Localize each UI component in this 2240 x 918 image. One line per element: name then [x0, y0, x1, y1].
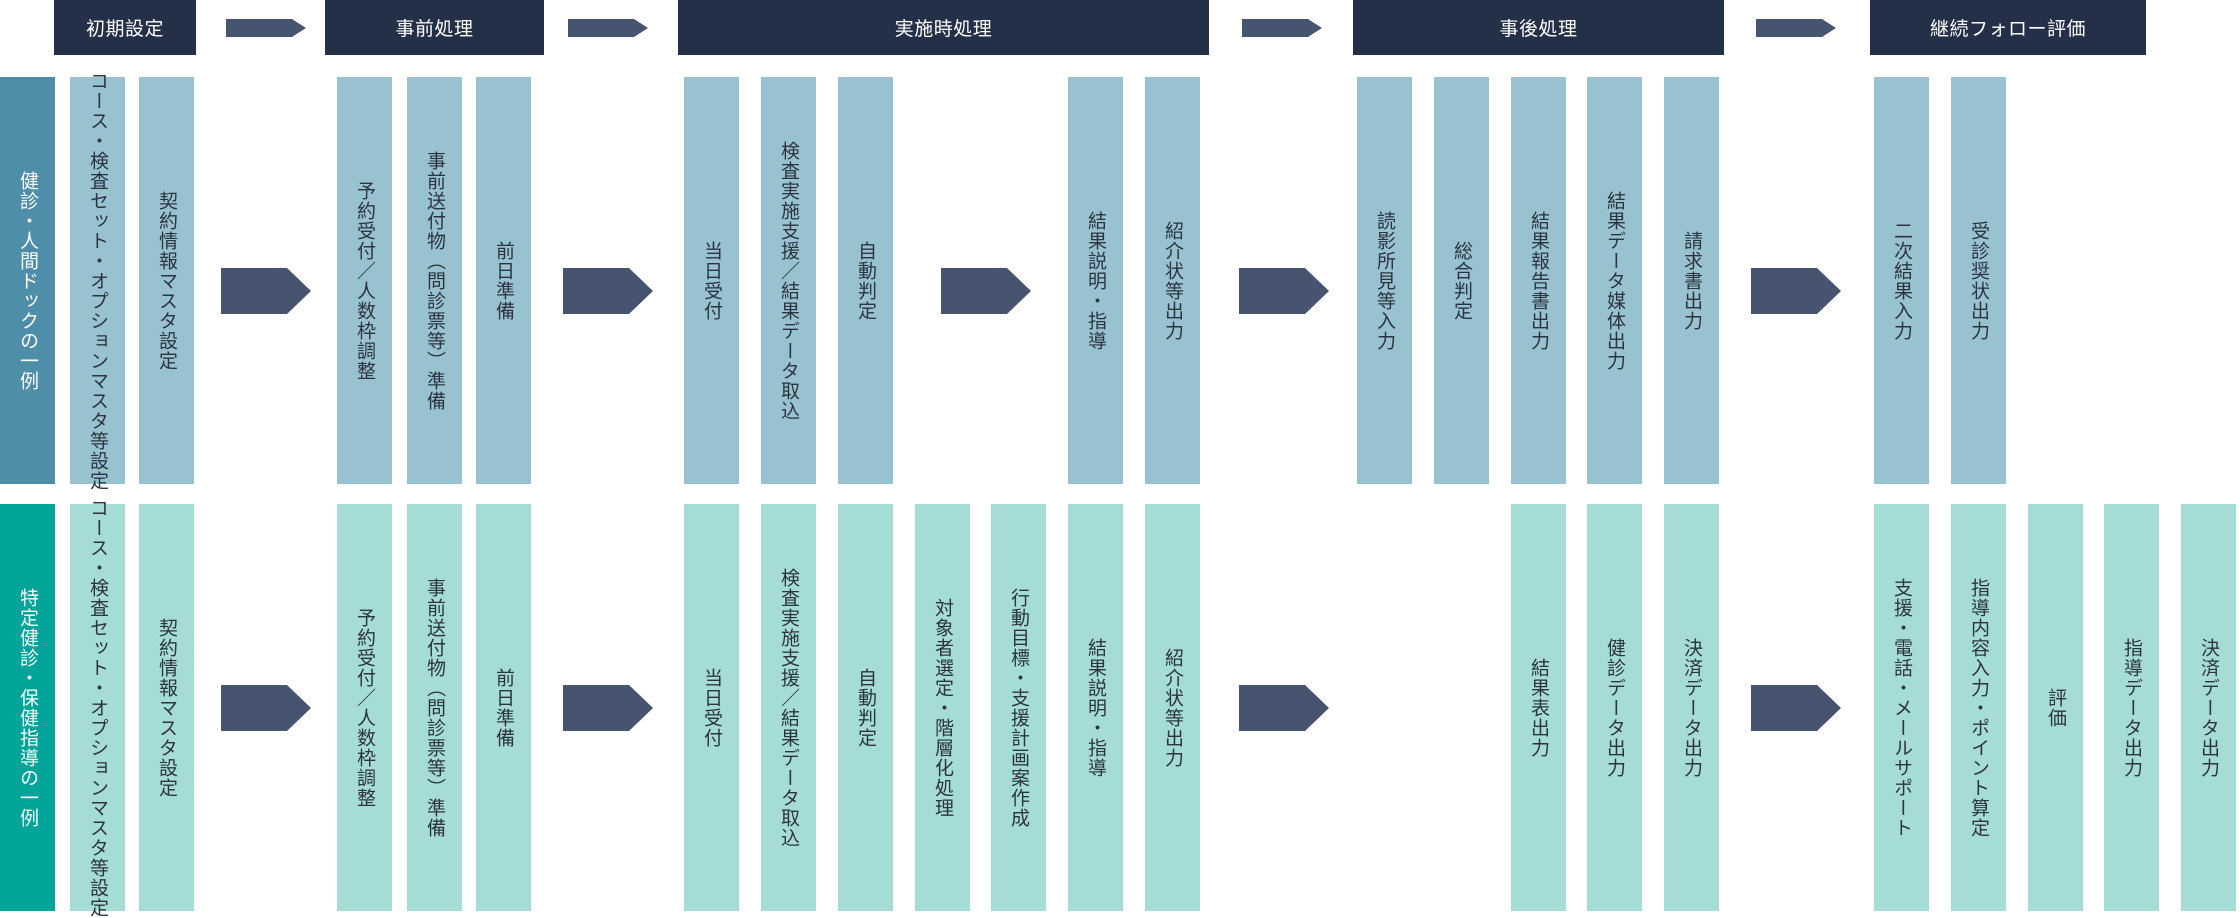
process-step: 対象者選定・階層化処理 — [915, 504, 970, 911]
process-step: 評価 — [2028, 504, 2083, 911]
process-step: 読影所見等入力 — [1357, 77, 1412, 484]
process-step: 事前送付物（問診票等）準備 — [407, 504, 462, 911]
row-label-health-checkup: 健診・人間ドックの一例 — [0, 77, 55, 484]
phase-header-initial-setup: 初期設定 — [54, 0, 196, 55]
process-step: 支援・電話・メールサポート — [1874, 504, 1929, 911]
process-step: 結果表出力 — [1511, 504, 1566, 911]
arrow-right-icon — [226, 19, 306, 37]
process-step: コース・検査セット・オプションマスタ等設定 — [70, 71, 125, 491]
arrow-right-icon — [1751, 268, 1841, 314]
process-step: 事前送付物（問診票等）準備 — [407, 77, 462, 484]
phase-header-pre-processing: 事前処理 — [325, 0, 544, 55]
process-step: 受診奨状出力 — [1951, 77, 2006, 484]
process-step: 指導データ出力 — [2104, 504, 2159, 911]
phase-header-post-processing: 事後処理 — [1353, 0, 1724, 55]
process-step: 検査実施支援／結果データ取込 — [761, 504, 816, 911]
arrow-right-icon — [563, 685, 653, 731]
process-step: 前日準備 — [476, 504, 531, 911]
process-step: 二次結果入力 — [1874, 77, 1929, 484]
process-step: 結果説明・指導 — [1068, 504, 1123, 911]
process-step: 行動目標・支援計画案作成 — [991, 504, 1046, 911]
process-step: 検査実施支援／結果データ取込 — [761, 77, 816, 484]
arrow-right-icon — [568, 19, 648, 37]
process-step: 契約情報マスタ設定 — [139, 77, 194, 484]
arrow-right-icon — [563, 268, 653, 314]
arrow-right-icon — [941, 268, 1031, 314]
phase-header-execution-processing: 実施時処理 — [678, 0, 1209, 55]
phase-header-follow-up: 継続フォロー評価 — [1870, 0, 2146, 55]
process-step: 決済データ出力 — [2181, 504, 2236, 911]
process-step: 結果データ媒体出力 — [1587, 77, 1642, 484]
process-step: 当日受付 — [684, 77, 739, 484]
process-step: 自動判定 — [838, 77, 893, 484]
process-step: 結果説明・指導 — [1068, 77, 1123, 484]
row-label-specific-health-checkup: 特定健診・保健指導の一例 — [0, 504, 55, 911]
arrow-right-icon — [1239, 268, 1329, 314]
process-step: 前日準備 — [476, 77, 531, 484]
arrow-right-icon — [221, 268, 311, 314]
process-step: 健診データ出力 — [1587, 504, 1642, 911]
process-step: 紹介状等出力 — [1145, 504, 1200, 911]
process-step: 予約受付／人数枠調整 — [337, 77, 392, 484]
process-step: 指導内容入力・ポイント算定 — [1951, 504, 2006, 911]
arrow-right-icon — [1239, 685, 1329, 731]
process-step: 決済データ出力 — [1664, 504, 1719, 911]
arrow-right-icon — [221, 685, 311, 731]
process-step: 請求書出力 — [1664, 77, 1719, 484]
process-step: 紹介状等出力 — [1145, 77, 1200, 484]
process-step: 予約受付／人数枠調整 — [337, 504, 392, 911]
process-step: 総合判定 — [1434, 77, 1489, 484]
process-step: 結果報告書出力 — [1511, 77, 1566, 484]
arrow-right-icon — [1751, 685, 1841, 731]
process-step: コース・検査セット・オプションマスタ等設定 — [70, 498, 125, 918]
arrow-right-icon — [1756, 19, 1836, 37]
process-step: 自動判定 — [838, 504, 893, 911]
process-step: 当日受付 — [684, 504, 739, 911]
arrow-right-icon — [1242, 19, 1322, 37]
process-step: 契約情報マスタ設定 — [139, 504, 194, 911]
